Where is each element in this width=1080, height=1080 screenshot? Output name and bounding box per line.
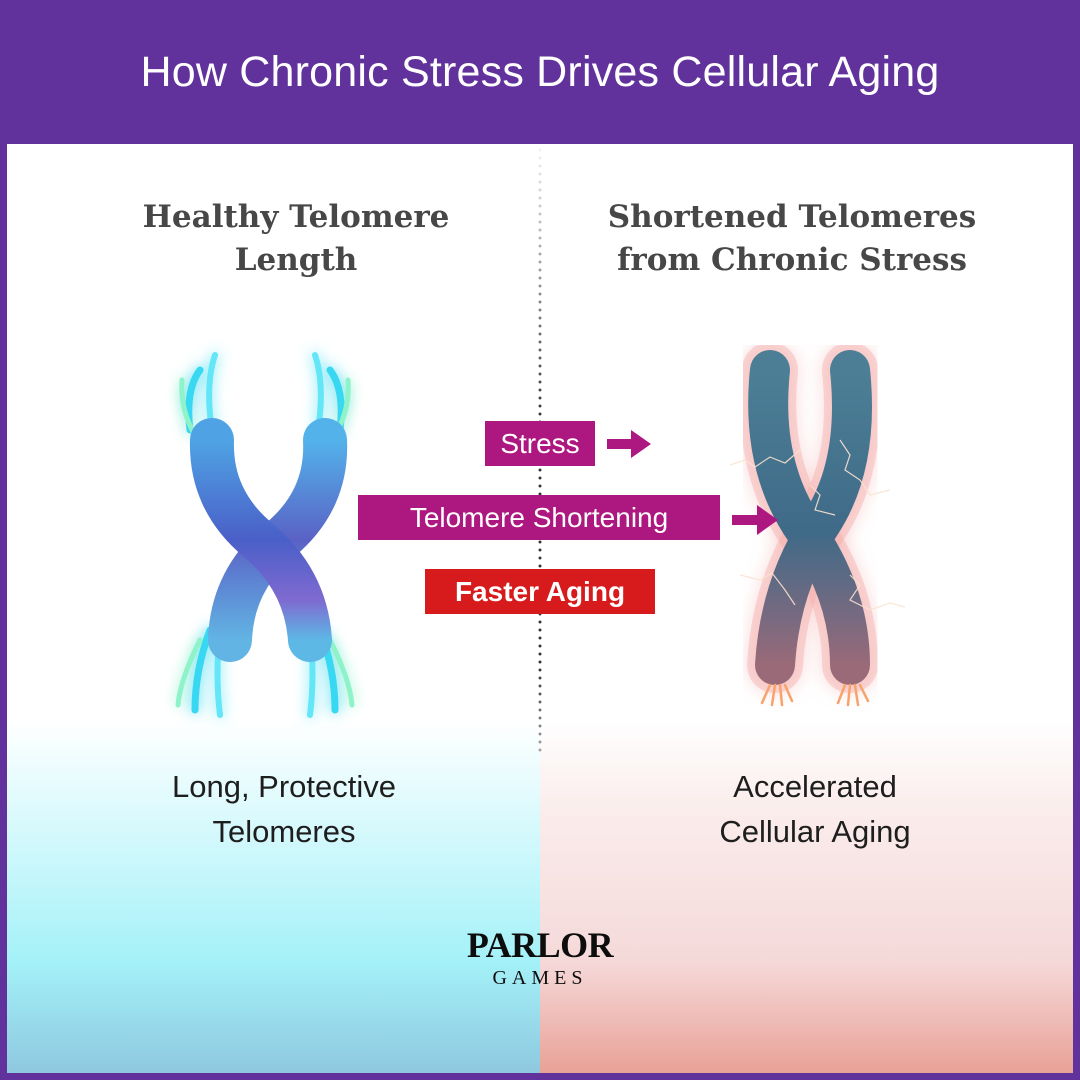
- stressed-caption-line1: Accelerated: [733, 769, 897, 804]
- telomere-shortening-tag: Telomere Shortening: [358, 495, 720, 540]
- healthy-caption-line2: Telomeres: [212, 814, 356, 849]
- stressed-heading: Shortened Telomeres from Chronic Stress: [562, 196, 1022, 282]
- healthy-caption: Long, Protective Telomeres: [74, 764, 494, 854]
- healthy-heading: Healthy Telomere Length: [66, 196, 526, 282]
- header-banner: How Chronic Stress Drives Cellular Aging: [0, 0, 1080, 144]
- logo-subtitle: GAMES: [492, 967, 588, 989]
- logo-wordmark: PARLOR: [466, 925, 614, 965]
- parlor-games-logo: PARLOR GAMES: [455, 925, 625, 989]
- right-arrow-icon: [607, 430, 651, 458]
- stressed-caption-line2: Cellular Aging: [719, 814, 911, 849]
- right-arrow-icon: [732, 505, 778, 535]
- healthy-caption-line1: Long, Protective: [171, 769, 397, 804]
- stressed-heading-line1: Shortened Telomeres: [607, 199, 977, 235]
- stressed-caption: Accelerated Cellular Aging: [605, 764, 1025, 854]
- stressed-heading-line2: from Chronic Stress: [617, 242, 967, 278]
- damaged-chromosome-icon: [729, 345, 906, 707]
- stress-tag: Stress: [485, 421, 595, 466]
- page-title: How Chronic Stress Drives Cellular Aging: [140, 47, 940, 96]
- healthy-chromosome-icon: [175, 352, 355, 718]
- healthy-heading-line1: Healthy Telomere: [142, 199, 450, 235]
- faster-aging-tag: Faster Aging: [425, 569, 655, 614]
- healthy-heading-line2: Length: [234, 242, 358, 278]
